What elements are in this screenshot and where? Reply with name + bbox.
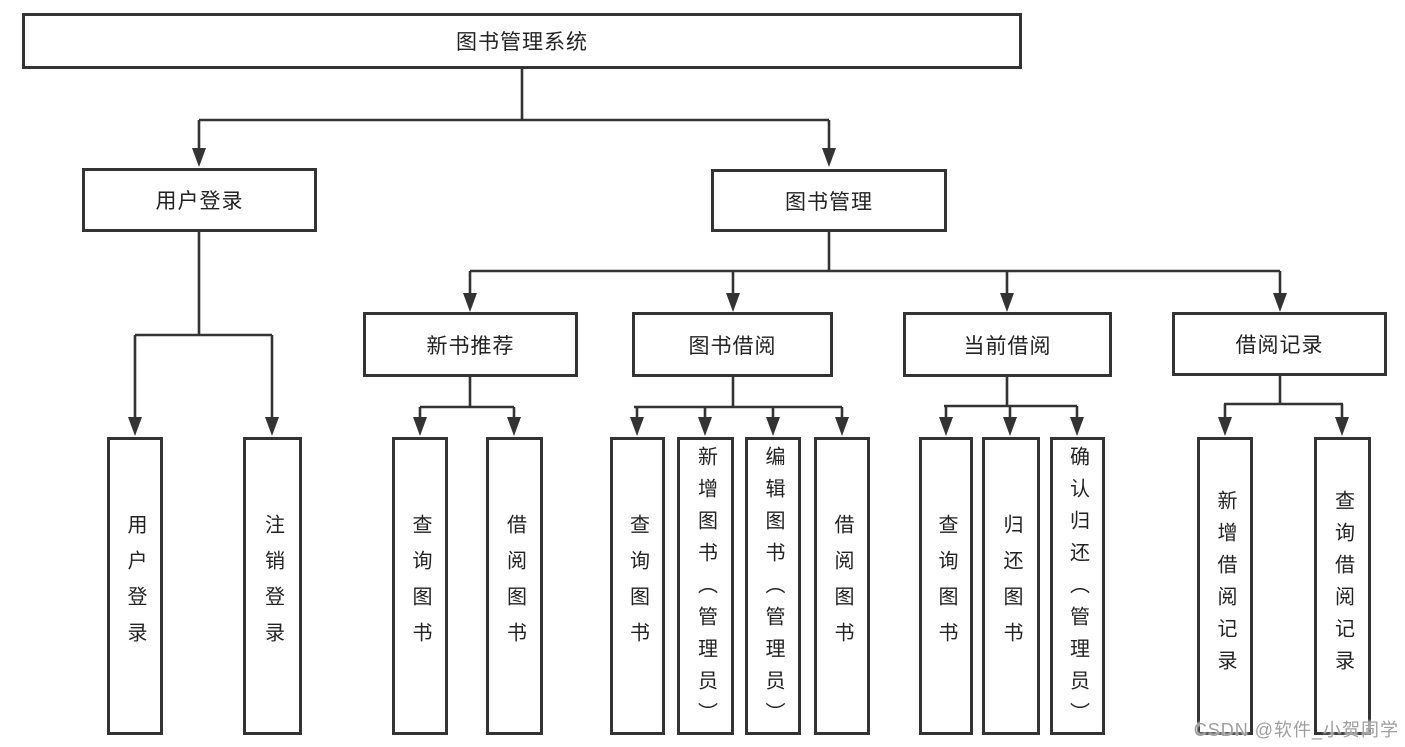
csdn-watermark: CSDN @软件_小贺同学 [1193, 720, 1399, 740]
node-new-book-recommend: 新书推荐 [363, 312, 578, 377]
node-user-login-leaf: 用户登录 [107, 437, 163, 735]
arrowhead-icon [726, 293, 740, 312]
tree-edges [133, 69, 1344, 419]
arrowhead-icon [1273, 293, 1287, 312]
arrowhead-icon [413, 417, 427, 436]
node-confirm-return-admin: 确认归还（管理员） [1050, 437, 1105, 735]
arrowhead-icon [265, 417, 279, 436]
node-label: 图书管理 [785, 190, 873, 214]
node-label: 用户登录 [155, 190, 244, 213]
node-borrow-books-leaf: 借阅图书 [814, 437, 870, 735]
node-label: 借阅图书 [503, 514, 526, 658]
node-label: 新增图书（管理员） [694, 446, 717, 734]
node-label: 确认归还（管理员） [1066, 446, 1089, 734]
node-current-borrow: 当前借阅 [903, 312, 1112, 377]
arrowhead-icon [128, 417, 142, 436]
arrowhead-icon [698, 417, 712, 436]
arrowhead-icon [1218, 417, 1232, 436]
node-label: 借阅记录 [1235, 334, 1324, 357]
arrowhead-icon [766, 417, 780, 436]
node-label: 查询图书 [409, 514, 431, 658]
node-book-system: 图书管理系统 [22, 13, 1022, 69]
node-label: 图书借阅 [688, 334, 777, 358]
node-logout-leaf: 注销登录 [243, 437, 302, 735]
node-query-books-current: 查询图书 [919, 437, 973, 735]
node-label: 查询借阅记录 [1331, 490, 1354, 682]
node-borrow-books-recommend: 借阅图书 [486, 437, 543, 735]
node-edit-books-admin: 编辑图书（管理员） [745, 437, 801, 735]
node-query-borrow-record: 查询借阅记录 [1314, 437, 1371, 735]
node-label: 借阅图书 [831, 514, 853, 658]
arrowhead-icon [1000, 293, 1014, 312]
node-label: 用户登录 [124, 514, 146, 658]
arrowhead-icon [192, 148, 206, 167]
arrowhead-icon [1335, 417, 1349, 436]
arrowhead-icon [835, 417, 849, 436]
node-book-borrow: 图书借阅 [632, 312, 833, 377]
arrowhead-icon [463, 293, 477, 312]
arrowhead-icon [1003, 417, 1017, 436]
node-book-management: 图书管理 [711, 169, 947, 232]
arrowhead-icon [822, 148, 836, 167]
node-label: 图书管理系统 [456, 31, 588, 54]
arrowhead-icon [507, 417, 521, 436]
node-label: 新增借阅记录 [1214, 490, 1236, 682]
node-label: 查询图书 [935, 514, 957, 658]
node-query-books-borrow: 查询图书 [610, 437, 665, 735]
node-label: 查询图书 [626, 514, 649, 658]
arrowhead-icon [939, 417, 953, 436]
arrowhead-icon [1070, 417, 1084, 436]
node-add-books-admin: 新增图书（管理员） [677, 437, 734, 735]
node-user-login: 用户登录 [82, 168, 317, 232]
node-label: 编辑图书（管理员） [762, 446, 784, 734]
node-label: 注销登录 [261, 514, 284, 658]
node-return-books: 归还图书 [982, 437, 1040, 735]
node-add-borrow-record: 新增借阅记录 [1197, 437, 1253, 735]
arrowheads [128, 148, 1349, 436]
arrowhead-icon [630, 417, 644, 436]
node-label: 新书推荐 [426, 334, 515, 358]
node-label: 归还图书 [1000, 514, 1022, 658]
node-query-books-recommend: 查询图书 [392, 437, 448, 735]
node-borrow-records: 借阅记录 [1172, 312, 1387, 376]
node-label: 当前借阅 [963, 334, 1052, 358]
